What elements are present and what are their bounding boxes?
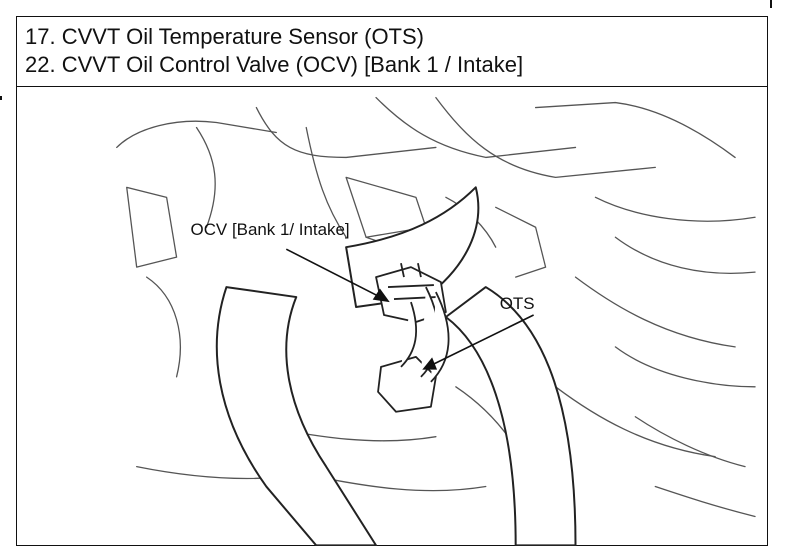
- ots-callout-label: OTS: [500, 294, 535, 313]
- legend-line-ots: 17. CVVT Oil Temperature Sensor (OTS): [25, 24, 424, 49]
- callout-arrows: [285, 248, 534, 370]
- ots-leader-line: [427, 314, 534, 368]
- engine-illustration: OCV [Bank 1/ Intake] OTS: [17, 87, 767, 546]
- ocv-callout-label: OCV [Bank 1/ Intake]: [191, 220, 350, 239]
- engine-bay-drawing: OCV [Bank 1/ Intake] OTS: [116, 96, 756, 546]
- ots-arrowhead: [422, 357, 438, 370]
- scan-tick-left: [0, 96, 2, 100]
- ots-component: [377, 286, 450, 413]
- foreground-hose-left: [215, 286, 378, 546]
- diagram-frame: 17. CVVT Oil Temperature Sensor (OTS) 22…: [16, 16, 768, 546]
- foreground-hose-right: [444, 286, 577, 546]
- upper-hose-outline: [116, 120, 277, 149]
- legend-line-ocv: 22. CVVT Oil Control Valve (OCV) [Bank 1…: [25, 52, 524, 77]
- scan-tick-right: [770, 0, 772, 8]
- ocv-arrowhead: [372, 288, 390, 303]
- ocv-leader-line: [285, 248, 385, 300]
- legend-header: 17. CVVT Oil Temperature Sensor (OTS) 22…: [17, 17, 767, 87]
